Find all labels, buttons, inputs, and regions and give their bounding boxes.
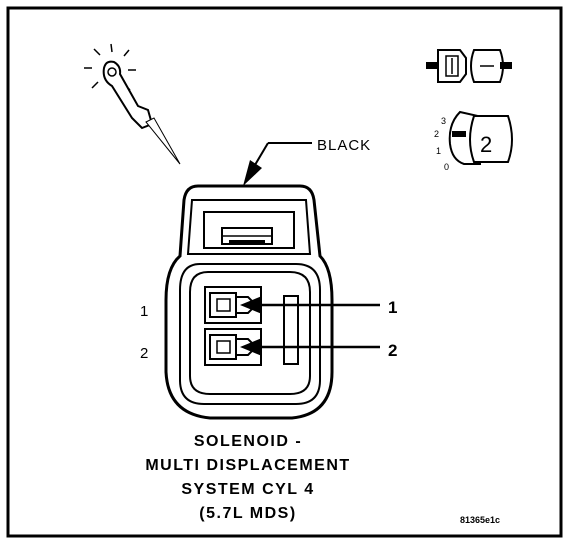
title-line-4: (5.7L MDS) xyxy=(199,505,296,522)
probe-icon xyxy=(84,43,181,165)
position-number-1: 1 xyxy=(436,146,441,156)
cavity-label-left-1: 1 xyxy=(140,303,148,320)
figure-id: 81365e1c xyxy=(460,515,500,525)
position-number-2: 2 xyxy=(434,129,439,139)
cavity-2 xyxy=(204,328,262,366)
cavity-label-left-2: 2 xyxy=(140,345,148,362)
title-line-3: SYSTEM CYL 4 xyxy=(181,481,314,498)
wire-color-label: BLACK xyxy=(317,137,371,154)
diagram-frame xyxy=(6,6,563,538)
connector-number: 2 xyxy=(480,132,492,157)
position-number-0: 0 xyxy=(444,162,449,172)
cavity-1 xyxy=(204,286,262,324)
cavity-label-right-1: 1 xyxy=(388,298,397,317)
connector-halves-icon xyxy=(426,49,512,83)
cavity-label-right-2: 2 xyxy=(388,341,397,360)
title-line-1: SOLENOID - xyxy=(194,433,302,450)
title-line-2: MULTI DISPLACEMENT xyxy=(145,457,350,474)
wire-color-callout: BLACK xyxy=(243,137,371,186)
connector-position-icon: 3 2 1 0 2 xyxy=(434,110,513,172)
position-number-3: 3 xyxy=(441,116,446,126)
